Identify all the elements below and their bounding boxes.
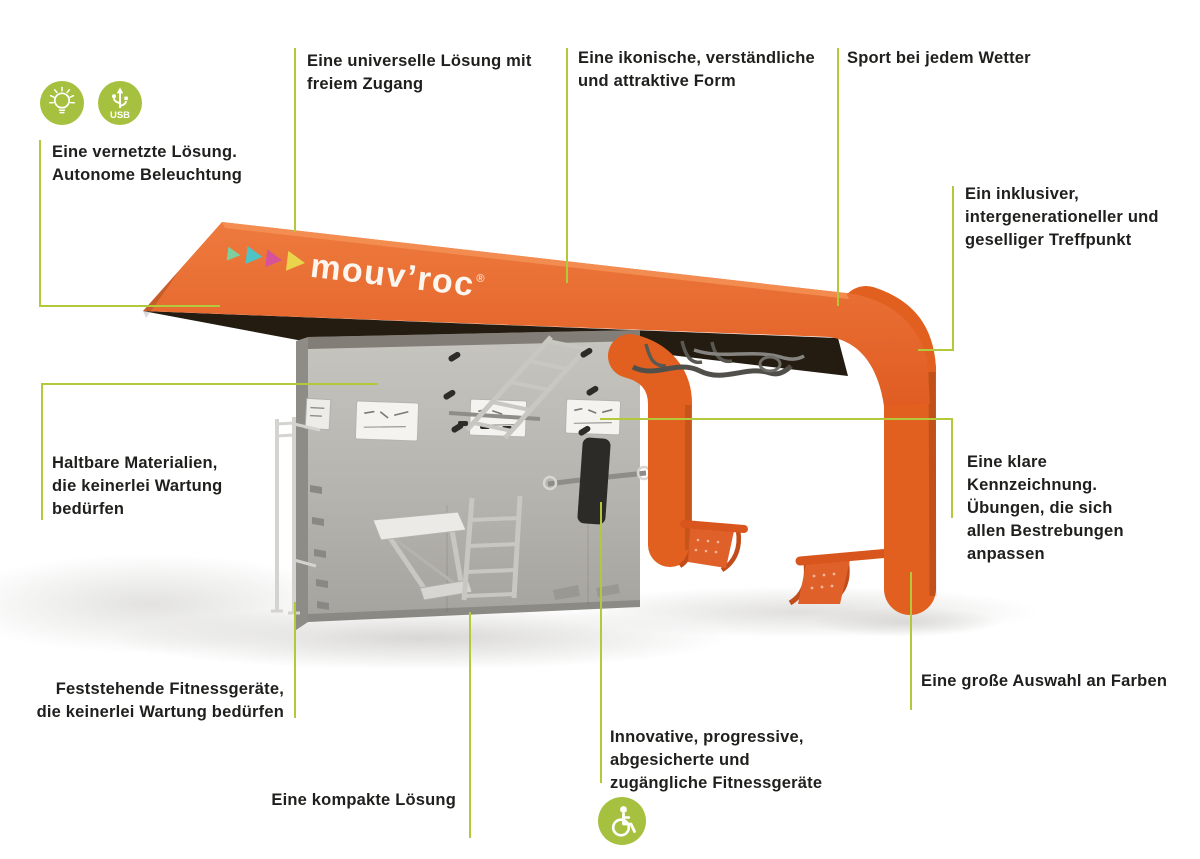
label-inclusive-meeting-point: Ein inklusiver, intergenerationeller und… <box>965 185 1159 249</box>
exercise-sign-3 <box>565 398 622 436</box>
logo-triangle <box>285 250 305 271</box>
light-bulb-icon <box>40 81 84 125</box>
exercise-sign-2 <box>468 398 528 438</box>
label-innovative-equipment: Innovative, progressive, abgesicherte un… <box>610 728 823 792</box>
label-color-range: Eine große Auswahl an Farben <box>921 672 1168 690</box>
wall-edge-hooks <box>310 485 329 610</box>
ground-shadows <box>0 554 1040 670</box>
connector-inclusive <box>918 186 954 351</box>
logo-triangle <box>265 249 283 268</box>
label-durable-materials: Haltbare Materialien, die keinerlei Wart… <box>52 454 223 518</box>
roof-underside <box>143 311 848 376</box>
registered-mark: ® <box>476 272 485 285</box>
connector-marking <box>600 418 953 518</box>
outer-leg <box>840 286 936 615</box>
inner-leg <box>608 334 692 567</box>
logo-triangle <box>226 246 241 261</box>
logo-text: mouv’roc <box>308 247 476 304</box>
label-compact-solution: Eine kompakte Lösung <box>271 791 456 809</box>
climbing-ladder <box>465 335 591 440</box>
usb-icon: USB <box>98 81 142 125</box>
climbing-holds <box>443 347 599 436</box>
label-clear-marking: Eine klare Kennzeichnung. Übungen, die s… <box>967 453 1124 563</box>
hanging-equipment <box>631 340 805 378</box>
label-all-weather: Sport bei jedem Wetter <box>847 49 1031 67</box>
brand-logo: mouv’roc ® <box>226 246 485 304</box>
equipment-wall <box>271 330 652 630</box>
small-ladder <box>461 495 523 601</box>
press-board <box>542 437 652 525</box>
pull-up-bar <box>448 411 541 431</box>
label-fixed-equipment: Feststehende Fitnessgeräte, die keinerle… <box>36 680 284 721</box>
usb-icon-label: USB <box>110 110 130 121</box>
label-iconic-form: Eine ikonische, verständliche und attrak… <box>578 49 815 90</box>
bench-far <box>678 520 748 572</box>
footholds <box>553 584 620 600</box>
label-universal-solution: Eine universelle Lösung mit freiem Zugan… <box>307 52 532 93</box>
logo-triangle <box>245 246 263 264</box>
bench-near <box>788 548 895 606</box>
exercise-sign-1 <box>354 400 420 442</box>
fold-out-step <box>372 511 473 601</box>
side-ladder-frame <box>271 417 321 615</box>
wheelchair-icon <box>598 797 646 845</box>
label-connected-solution: Eine vernetzte Lösung. Autonome Beleucht… <box>52 143 243 184</box>
roof <box>143 222 930 406</box>
wall-sign-small <box>304 397 332 431</box>
